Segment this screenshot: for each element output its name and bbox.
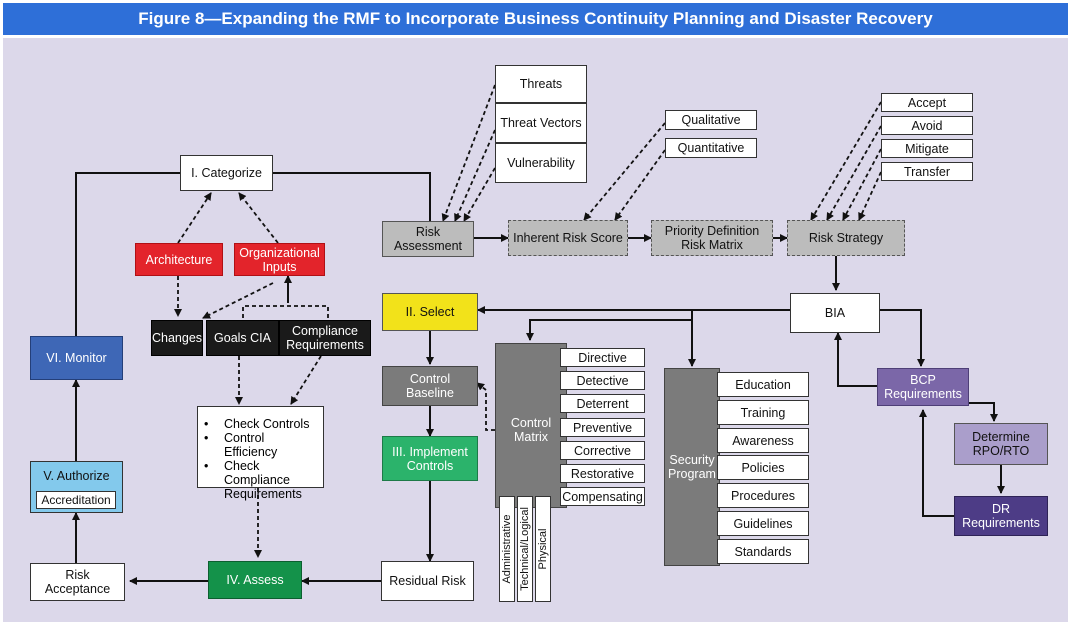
dash-org-categorize [238, 192, 279, 244]
link-bia-bcp [880, 309, 925, 367]
dash-avoid-strategy [826, 125, 882, 221]
program-item-procedures: Procedures [717, 483, 809, 508]
assess-box: IV. Assess [208, 561, 302, 599]
check-item: Control Efficiency [214, 431, 317, 459]
quantitative-box: Quantitative [665, 138, 757, 158]
rpo-rto-box: Determine RPO/RTO [954, 423, 1048, 465]
dash-vectors-ra [454, 129, 496, 222]
control-category-technical: Technical/Logical [517, 496, 533, 602]
threats-box: Threats [495, 65, 587, 103]
dash-goals-compliance [242, 305, 329, 320]
accreditation-box: Accreditation [36, 491, 116, 509]
dash-compliance-checks [290, 355, 322, 405]
dash-org-changes [202, 282, 274, 319]
control-type-corrective: Corrective [560, 441, 645, 460]
accept-box: Accept [881, 93, 973, 112]
control-category-administrative: Administrative [499, 496, 515, 602]
dr-requirements-box: DR Requirements [954, 496, 1048, 536]
link-categorize-risk-assessment [273, 172, 431, 221]
transfer-box: Transfer [881, 162, 973, 181]
link-categorize-monitor [75, 172, 180, 336]
check-item: Check Compliance Requirements [214, 459, 317, 501]
implement-box: III. Implement Controls [382, 436, 478, 481]
risk-acceptance-box: Risk Acceptance [30, 563, 125, 601]
dash-threats-ra [441, 84, 496, 222]
dash-transfer-strategy [858, 171, 882, 221]
dash-quant-inherent [614, 149, 666, 221]
residual-risk-box: Residual Risk [381, 561, 474, 601]
control-baseline-box: Control Baseline [382, 366, 478, 406]
control-category-physical: Physical [535, 496, 551, 602]
risk-strategy-box: Risk Strategy [787, 220, 905, 256]
risk-assessment-box: Risk Assessment [382, 221, 474, 257]
dash-vuln-ra [463, 167, 496, 222]
diagram-canvas: I. Categorize II. Select III. Implement … [3, 38, 1068, 622]
bia-box: BIA [790, 293, 880, 333]
program-item-education: Education [717, 372, 809, 397]
categorize-box: I. Categorize [180, 155, 273, 191]
check-list-box: Check Controls Control Efficiency Check … [197, 406, 324, 501]
link-bcp-rpo [969, 402, 998, 422]
dash-accept-strategy [810, 101, 882, 221]
changes-box: Changes [151, 320, 203, 356]
priority-matrix-box: Priority Definition Risk Matrix [651, 220, 773, 256]
mitigate-box: Mitigate [881, 139, 973, 158]
control-type-restorative: Restorative [560, 464, 645, 483]
control-type-deterrent: Deterrent [560, 394, 645, 413]
dash-matrix-baseline [476, 382, 495, 431]
qualitative-box: Qualitative [665, 110, 757, 130]
control-matrix-box: Control Matrix [495, 343, 567, 508]
threat-vectors-box: Threat Vectors [495, 103, 587, 143]
monitor-box: VI. Monitor [30, 336, 123, 380]
dash-qual-inherent [583, 122, 666, 221]
select-box: II. Select [382, 293, 478, 331]
program-item-policies: Policies [717, 455, 809, 480]
program-item-standards: Standards [717, 539, 809, 564]
compliance-requirements-box: Compliance Requirements [279, 320, 371, 356]
link-dr-bcp [919, 409, 954, 517]
control-type-detective: Detective [560, 371, 645, 390]
link-bcp-bia [834, 332, 877, 387]
control-category-label: Physical [537, 528, 549, 570]
dash-architecture-categorize [177, 192, 212, 244]
program-item-awareness: Awareness [717, 428, 809, 453]
link-bia-matrix-program [526, 310, 693, 341]
control-type-preventive: Preventive [560, 418, 645, 437]
control-category-label: Technical/Logical [519, 507, 531, 591]
control-type-directive: Directive [560, 348, 645, 367]
architecture-box: Architecture [135, 243, 223, 276]
vulnerability-box: Vulnerability [495, 143, 587, 183]
check-item: Check Controls [214, 417, 317, 431]
connector-layer [72, 84, 1005, 585]
control-type-compensating: Compensating [560, 487, 645, 506]
control-category-label: Administrative [501, 514, 513, 584]
avoid-box: Avoid [881, 116, 973, 135]
inherent-risk-box: Inherent Risk Score [508, 220, 628, 256]
organizational-inputs-box: Organizational Inputs [234, 243, 325, 276]
figure-title: Figure 8—Expanding the RMF to Incorporat… [3, 3, 1068, 35]
program-item-training: Training [717, 400, 809, 425]
bcp-requirements-box: BCP Requirements [877, 368, 969, 406]
goals-cia-box: Goals CIA [206, 320, 279, 356]
security-program-box: Security Program [664, 368, 720, 566]
program-item-guidelines: Guidelines [717, 511, 809, 536]
authorize-label: V. Authorize [43, 469, 110, 483]
